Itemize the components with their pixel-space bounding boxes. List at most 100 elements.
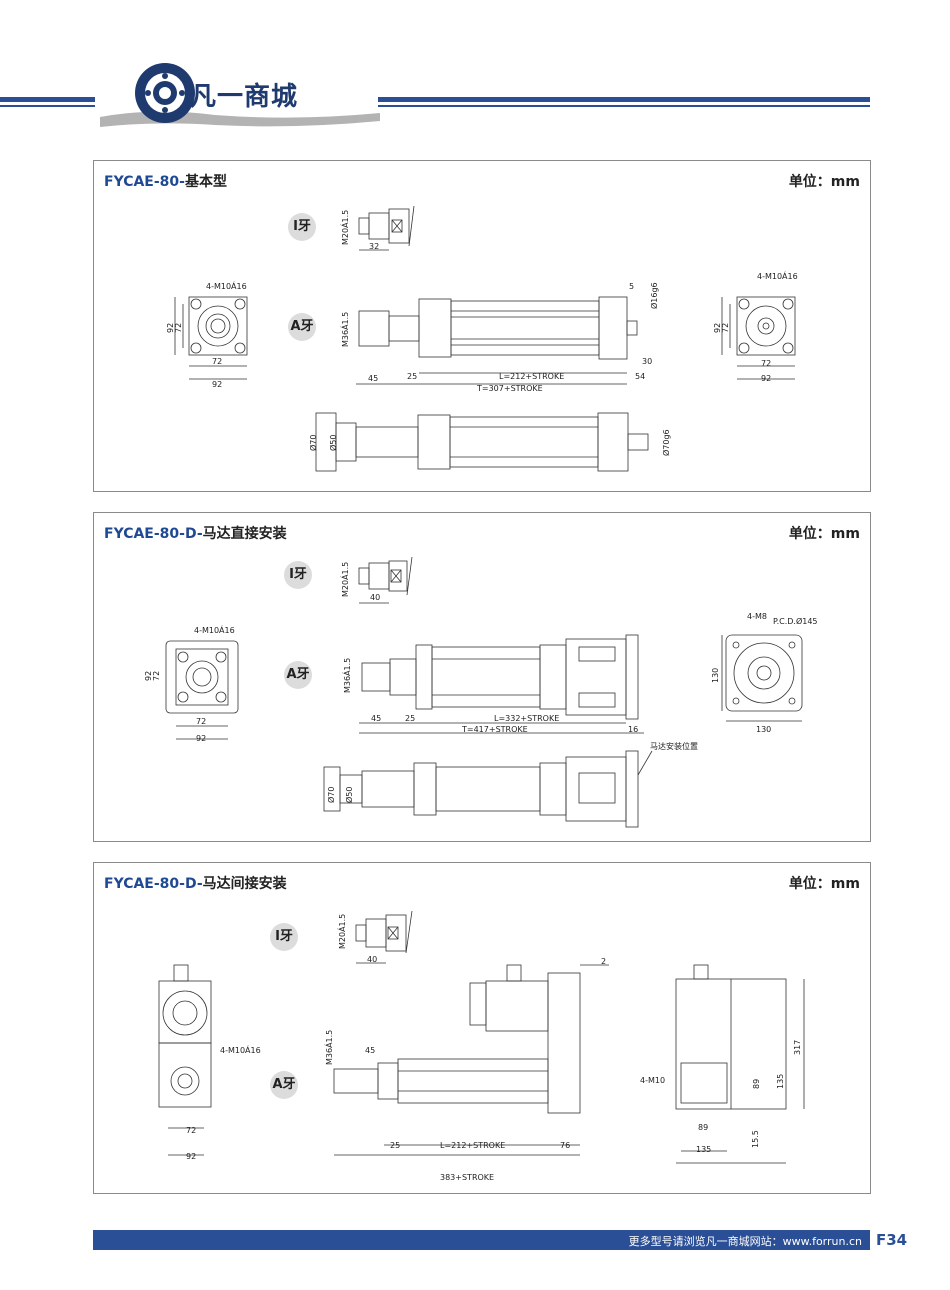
cylinder-side-drawing bbox=[356, 296, 638, 385]
body-offset-label: 25 bbox=[407, 372, 417, 381]
footer-website-text: 更多型号请浏览凡一商城网站：www.forrun.cn bbox=[628, 1235, 862, 1248]
right-holes-label: 4-M10Á16 bbox=[757, 270, 798, 281]
square-outer-v-label: 92 bbox=[166, 323, 175, 333]
square-outer-label: 92 bbox=[186, 1152, 196, 1161]
total-formula-label: 383+STROKE bbox=[440, 1173, 494, 1182]
height-label: 317 bbox=[793, 1040, 802, 1055]
i-thread-rod-drawing bbox=[355, 910, 413, 964]
side-holes-label: 4-M10 bbox=[640, 1076, 665, 1085]
body-dia-label: Ø70 bbox=[308, 435, 318, 451]
unit-label: 单位：mm bbox=[788, 876, 860, 892]
a-thread-dia-label: M36Á1.5 bbox=[339, 312, 350, 347]
rod-len-label: 45 bbox=[368, 374, 378, 383]
front-flange-drawing bbox=[174, 296, 248, 380]
square-inner-label: 72 bbox=[212, 357, 222, 366]
unit-label: 单位：mm bbox=[788, 174, 860, 190]
flange-holes-label: 4-M10Á16 bbox=[220, 1044, 261, 1055]
base-off-label: 15.5 bbox=[751, 1130, 760, 1148]
pcd-label: P.C.D.Ø145 bbox=[773, 616, 818, 626]
flange-holes-label: 4-M10Á16 bbox=[194, 624, 235, 635]
body-offset-label: 25 bbox=[390, 1141, 400, 1150]
i-thread-len-label: 40 bbox=[370, 593, 380, 602]
a-thread-badge: A牙 bbox=[270, 1071, 298, 1099]
end-cap-label: 30 bbox=[642, 357, 652, 366]
right-outer-label: 92 bbox=[761, 374, 771, 383]
header-bar-right-thin bbox=[378, 105, 870, 107]
i-thread-badge: I牙 bbox=[284, 561, 312, 589]
square-inner-v-label: 72 bbox=[174, 323, 183, 333]
right-inner-v-label: 72 bbox=[721, 323, 730, 333]
i-thread-badge: I牙 bbox=[288, 213, 316, 241]
drawing-indirect-motor: M20Á1.5 40 4-M10Á16 72 92 M36Á1.5 45 2 bbox=[158, 910, 805, 1182]
i-thread-dia-label: M20Á1.5 bbox=[339, 210, 350, 245]
front-view-drawing bbox=[158, 964, 212, 1156]
motor-square-v-label: 130 bbox=[711, 668, 720, 683]
length-formula-label: L=332+STROKE bbox=[494, 714, 559, 723]
section-title: FYCAE-80-D-马达直接安装 bbox=[104, 523, 287, 543]
flange-thk-label: 16 bbox=[628, 725, 638, 734]
length-formula-label: L=212+STROKE bbox=[499, 372, 564, 381]
section-basic: FYCAE-80-基本型 单位：mm I牙 A牙 M20Á1.5 32 4-M1… bbox=[93, 160, 871, 492]
gear-len-label: 76 bbox=[560, 1141, 570, 1150]
rear-end-drawing bbox=[721, 296, 796, 380]
a-thread-badge: A牙 bbox=[284, 661, 312, 689]
body-offset-label: 25 bbox=[405, 714, 415, 723]
square-outer-v-label: 92 bbox=[144, 671, 153, 681]
square-inner-v-label: 72 bbox=[152, 671, 161, 681]
variant-name: 马达间接安装 bbox=[202, 876, 287, 892]
shaft-dia-label: Ø16g6 bbox=[649, 282, 659, 309]
i-thread-badge: I牙 bbox=[270, 923, 298, 951]
total-formula-label: T=307+STROKE bbox=[476, 384, 543, 393]
motor-square-h-label: 130 bbox=[756, 725, 771, 734]
rod-dia-label: Ø50 bbox=[328, 435, 338, 451]
gap-label: 2 bbox=[601, 957, 606, 966]
model-code: FYCAE-80-D- bbox=[104, 526, 203, 542]
unit-label: 单位：mm bbox=[788, 526, 860, 542]
section-indirect-motor: FYCAE-80-D-马达间接安装 单位：mm I牙 A牙 M20Á1.5 40… bbox=[93, 862, 871, 1194]
hole-h-label: 89 bbox=[752, 1079, 761, 1089]
drawing-basic: M20Á1.5 32 4-M10Á16 72 92 92 72 M36 bbox=[166, 205, 798, 472]
right-inner-label: 72 bbox=[761, 359, 771, 368]
motor-holes-label: 4-M8 bbox=[747, 612, 767, 621]
rod-dia-label: Ø50 bbox=[344, 787, 354, 803]
end-len-label: 54 bbox=[635, 372, 645, 381]
a-thread-dia-label: M36Á1.5 bbox=[341, 658, 352, 693]
end-dia-label: Ø70g6 bbox=[661, 429, 671, 456]
a-thread-badge: A牙 bbox=[288, 313, 316, 341]
end-view-drawing bbox=[675, 964, 805, 1164]
flange-holes-label: 4-M10Á16 bbox=[206, 280, 247, 291]
header-bar-left-thin bbox=[0, 105, 95, 107]
section-title: FYCAE-80-D-马达间接安装 bbox=[104, 873, 287, 893]
rod-len-label: 45 bbox=[371, 714, 381, 723]
hole-w-label: 89 bbox=[698, 1123, 708, 1132]
front-flange-drawing bbox=[165, 640, 239, 740]
brand-logo bbox=[100, 63, 380, 127]
square-inner-label: 72 bbox=[186, 1126, 196, 1135]
variant-name: 马达直接安装 bbox=[202, 526, 287, 542]
model-code: FYCAE-80-D- bbox=[104, 876, 203, 892]
length-formula-label: L=212+STROKE bbox=[440, 1141, 505, 1150]
motor-mount-label: 马达安装位置 bbox=[650, 741, 698, 751]
header-bar-right bbox=[378, 97, 870, 102]
i-thread-rod-drawing bbox=[358, 556, 413, 604]
page-number: F34 bbox=[876, 1231, 908, 1249]
body-dia-label: Ø70 bbox=[326, 787, 336, 803]
i-thread-len-label: 40 bbox=[367, 955, 377, 964]
cylinder-side-drawing bbox=[359, 634, 644, 734]
header-bar-left bbox=[0, 97, 95, 102]
i-thread-dia-label: M20Á1.5 bbox=[339, 562, 350, 597]
rod-len-label: 45 bbox=[365, 1046, 375, 1055]
square-outer-label: 92 bbox=[212, 380, 222, 389]
square-inner-label: 72 bbox=[196, 717, 206, 726]
i-thread-dia-label: M20Á1.5 bbox=[336, 914, 347, 949]
footer-bar: 更多型号请浏览凡一商城网站：www.forrun.cn bbox=[93, 1230, 870, 1250]
section-direct-motor: FYCAE-80-D-马达直接安装 单位：mm I牙 A牙 M20Á1.5 40… bbox=[93, 512, 871, 842]
brand-name: 凡一商城 bbox=[190, 82, 299, 112]
right-outer-v-label: 92 bbox=[713, 323, 722, 333]
variant-name: 基本型 bbox=[184, 174, 227, 190]
model-code: FYCAE-80- bbox=[104, 174, 185, 190]
motor-flange-drawing bbox=[721, 634, 803, 722]
square-outer-label: 92 bbox=[196, 734, 206, 743]
side-view-drawing bbox=[333, 964, 609, 1156]
i-thread-rod-drawing bbox=[358, 205, 415, 251]
